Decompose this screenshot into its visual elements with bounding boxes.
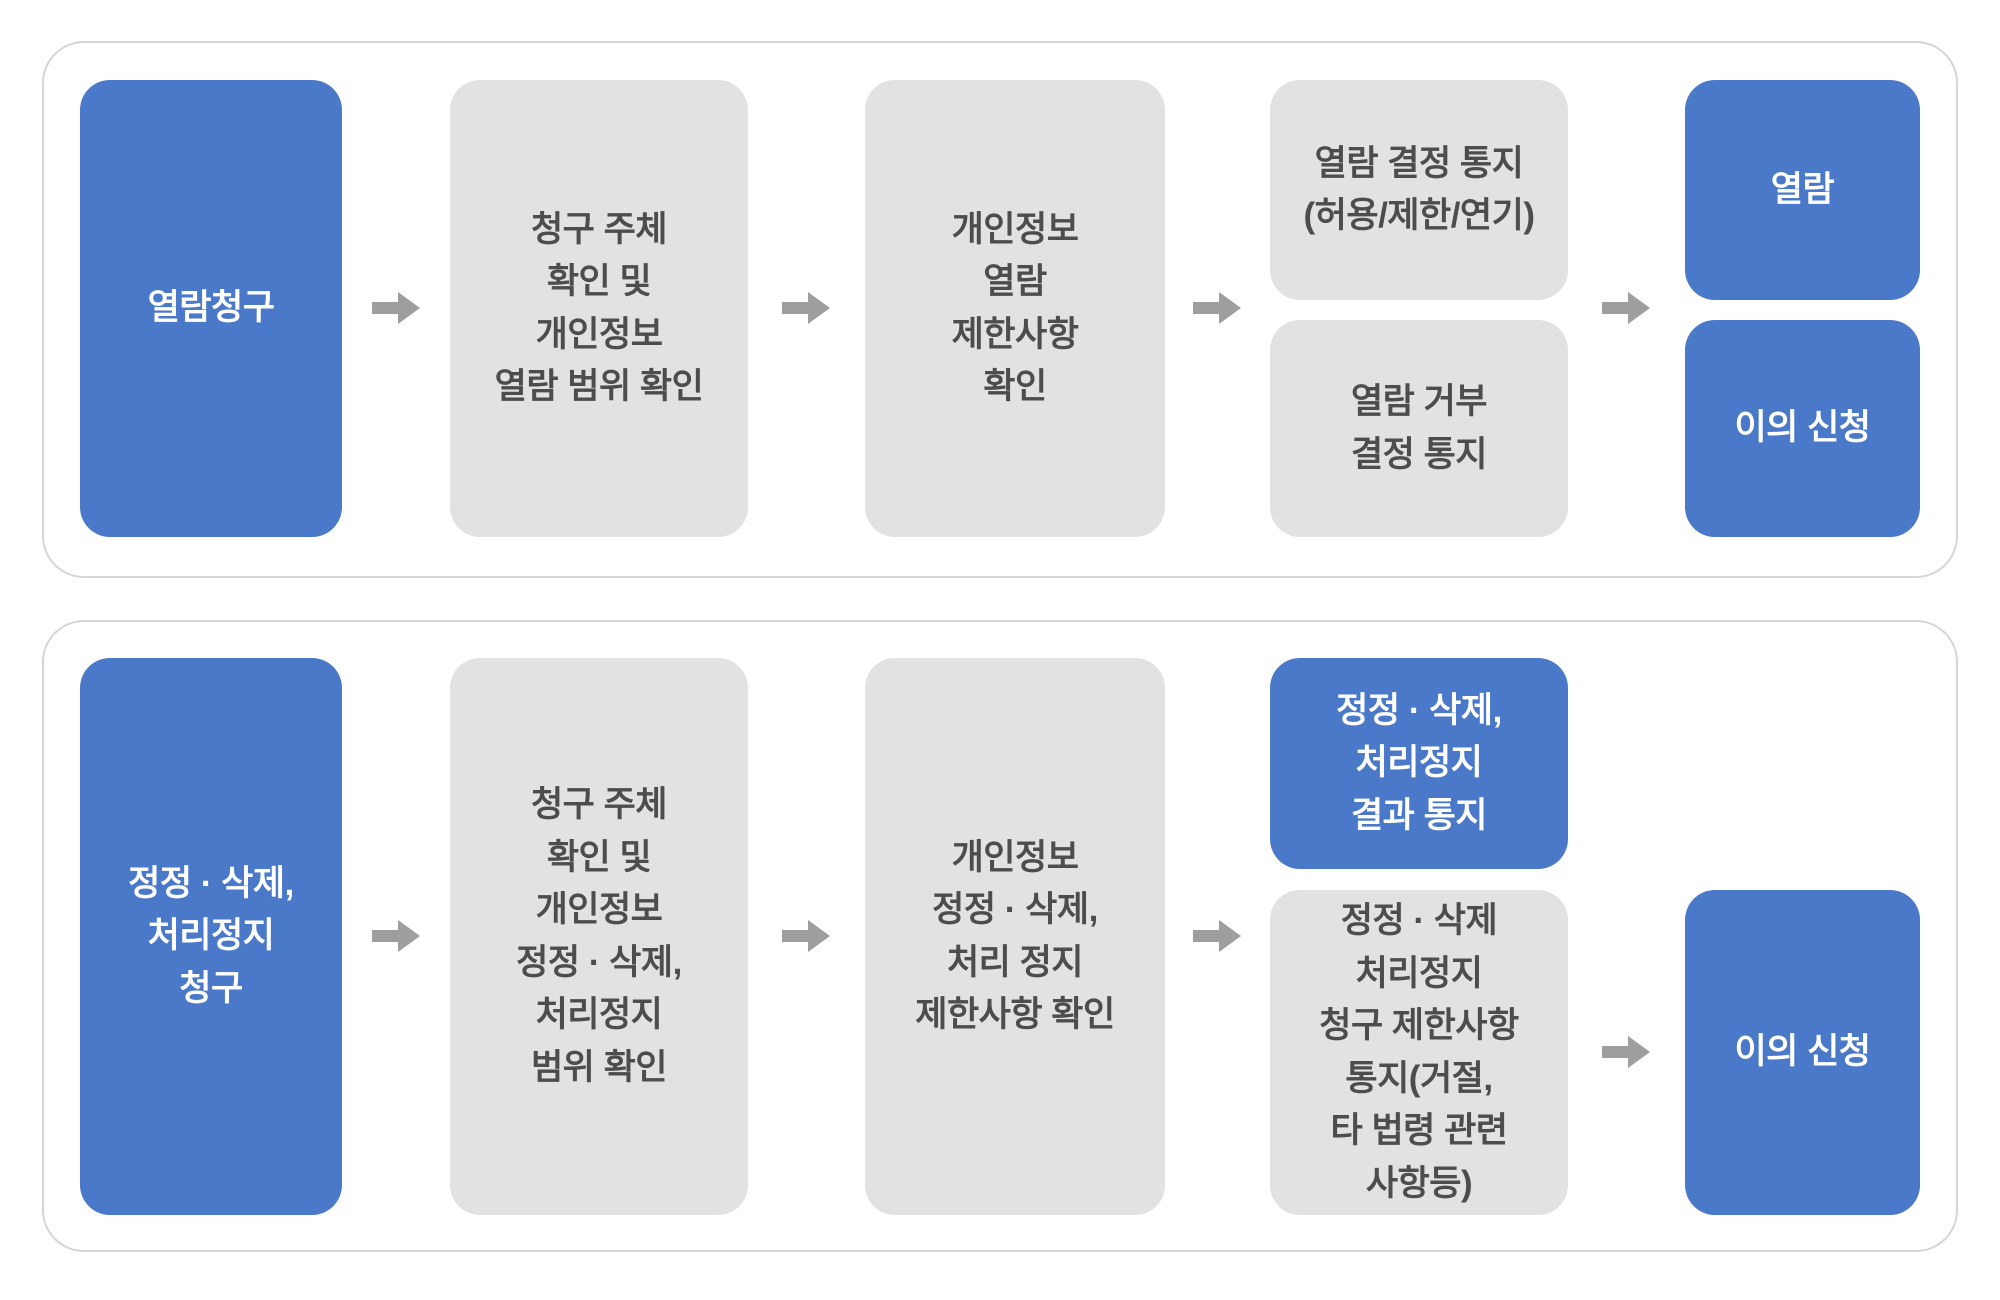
arrow-right-icon <box>372 292 420 324</box>
step-correction-result-notice: 정정 · 삭제, 처리정지 결과 통지 <box>1270 658 1568 869</box>
step-objection-request: 이의 신청 <box>1685 890 1920 1215</box>
arrow-tail <box>782 930 808 942</box>
arrow-head <box>808 920 830 952</box>
arrow-head <box>808 292 830 324</box>
arrow-tail <box>372 302 398 314</box>
arrow-head <box>398 920 420 952</box>
arrow-tail <box>1193 930 1219 942</box>
step-access-request: 열람청구 <box>80 80 342 537</box>
arrow-right-icon <box>782 920 830 952</box>
step-access-result: 열람 <box>1685 80 1920 300</box>
step-correction-request: 정정 · 삭제, 처리정지 청구 <box>80 658 342 1215</box>
step-access-denial-notice: 열람 거부 결정 통지 <box>1270 320 1568 537</box>
step-access-decision-notice: 열람 결정 통지 (허용/제한/연기) <box>1270 80 1568 300</box>
step-objection-request: 이의 신청 <box>1685 320 1920 537</box>
step-check-correction-restrictions: 개인정보 정정 · 삭제, 처리 정지 제한사항 확인 <box>865 658 1165 1215</box>
step-correction-restriction-notice: 정정 · 삭제 처리정지 청구 제한사항 통지(거절, 타 법령 관련 사항등) <box>1270 890 1568 1215</box>
step-check-access-restrictions: 개인정보 열람 제한사항 확인 <box>865 80 1165 537</box>
arrow-right-icon <box>1193 920 1241 952</box>
arrow-tail <box>372 930 398 942</box>
arrow-tail <box>1602 1046 1628 1058</box>
step-verify-subject-and-correction-scope: 청구 주체 확인 및 개인정보 정정 · 삭제, 처리정지 범위 확인 <box>450 658 748 1215</box>
arrow-head <box>1628 292 1650 324</box>
arrow-head <box>1219 920 1241 952</box>
arrow-right-icon <box>1602 1036 1650 1068</box>
arrow-right-icon <box>782 292 830 324</box>
arrow-head <box>1219 292 1241 324</box>
arrow-head <box>1628 1036 1650 1068</box>
arrow-tail <box>1602 302 1628 314</box>
step-verify-subject-and-scope: 청구 주체 확인 및 개인정보 열람 범위 확인 <box>450 80 748 537</box>
arrow-right-icon <box>1193 292 1241 324</box>
arrow-tail <box>1193 302 1219 314</box>
arrow-tail <box>782 302 808 314</box>
arrow-right-icon <box>1602 292 1650 324</box>
arrow-head <box>398 292 420 324</box>
arrow-right-icon <box>372 920 420 952</box>
